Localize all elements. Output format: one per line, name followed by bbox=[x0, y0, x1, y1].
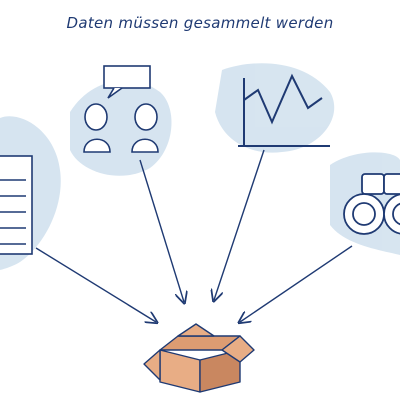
diagram-title: Daten müssen gesammelt werden bbox=[66, 14, 334, 32]
arrow-from-conversation bbox=[139, 159, 184, 302]
line-chart-icon bbox=[238, 73, 330, 147]
open-cardboard-box-icon bbox=[143, 323, 255, 393]
arrow-from-binoculars bbox=[240, 245, 353, 322]
arrows bbox=[35, 149, 353, 322]
arrow-from-document bbox=[35, 247, 156, 322]
list-document-icon bbox=[0, 155, 33, 255]
binoculars-icon bbox=[343, 173, 400, 235]
background-washes bbox=[0, 63, 400, 270]
arrow-from-chart bbox=[214, 149, 265, 300]
two-people-talking-icon bbox=[83, 65, 159, 153]
